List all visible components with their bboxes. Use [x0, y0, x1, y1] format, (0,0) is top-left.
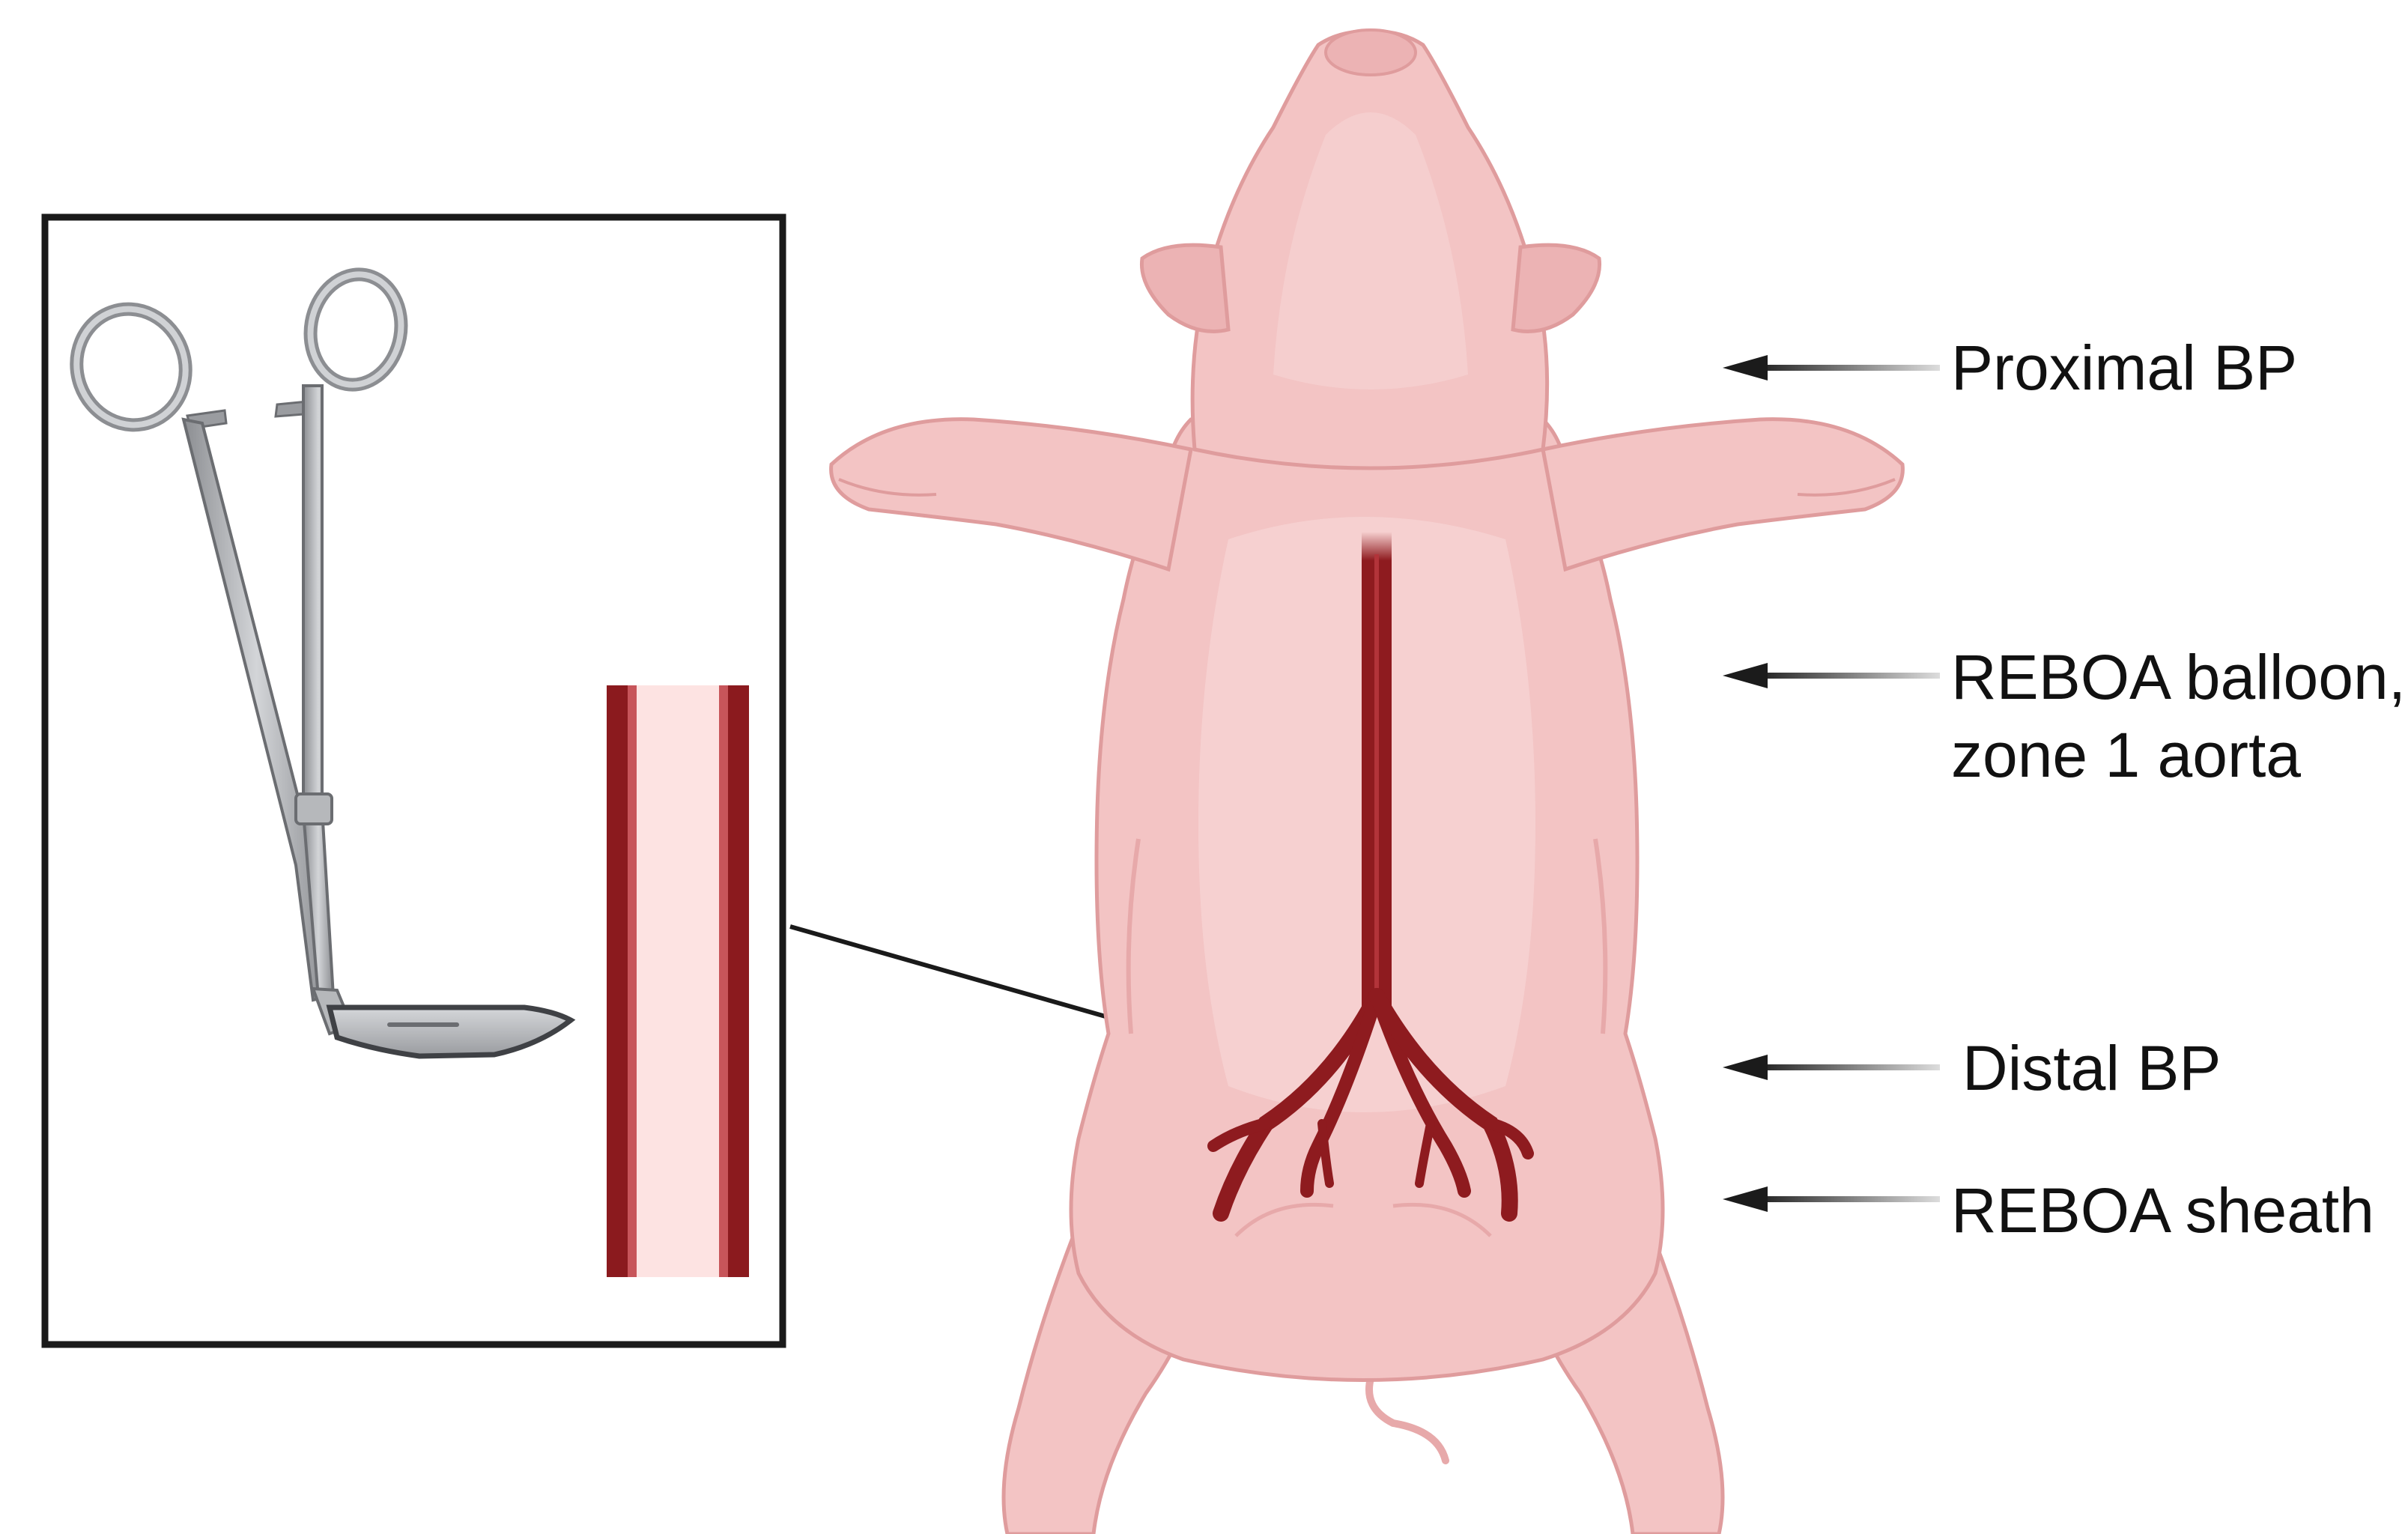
arrow-distal-bp	[1723, 1055, 1940, 1080]
label-proximal-bp: Proximal BP	[1951, 333, 2297, 403]
arrow-reboa-sheath	[1723, 1186, 1940, 1212]
arrow-reboa-balloon	[1723, 663, 1940, 688]
label-reboa-sheath: REBOA sheath	[1951, 1175, 2374, 1246]
aorta-cross-section-icon	[607, 685, 749, 1277]
arrow-shaft	[1753, 365, 1940, 371]
label-reboa-balloon-line2: zone 1 aorta	[1951, 720, 2301, 790]
arrow-proximal-bp	[1723, 355, 1940, 381]
label-reboa-balloon-line1: REBOA balloon,	[1951, 642, 2406, 712]
label-distal-bp: Distal BP	[1962, 1033, 2221, 1103]
